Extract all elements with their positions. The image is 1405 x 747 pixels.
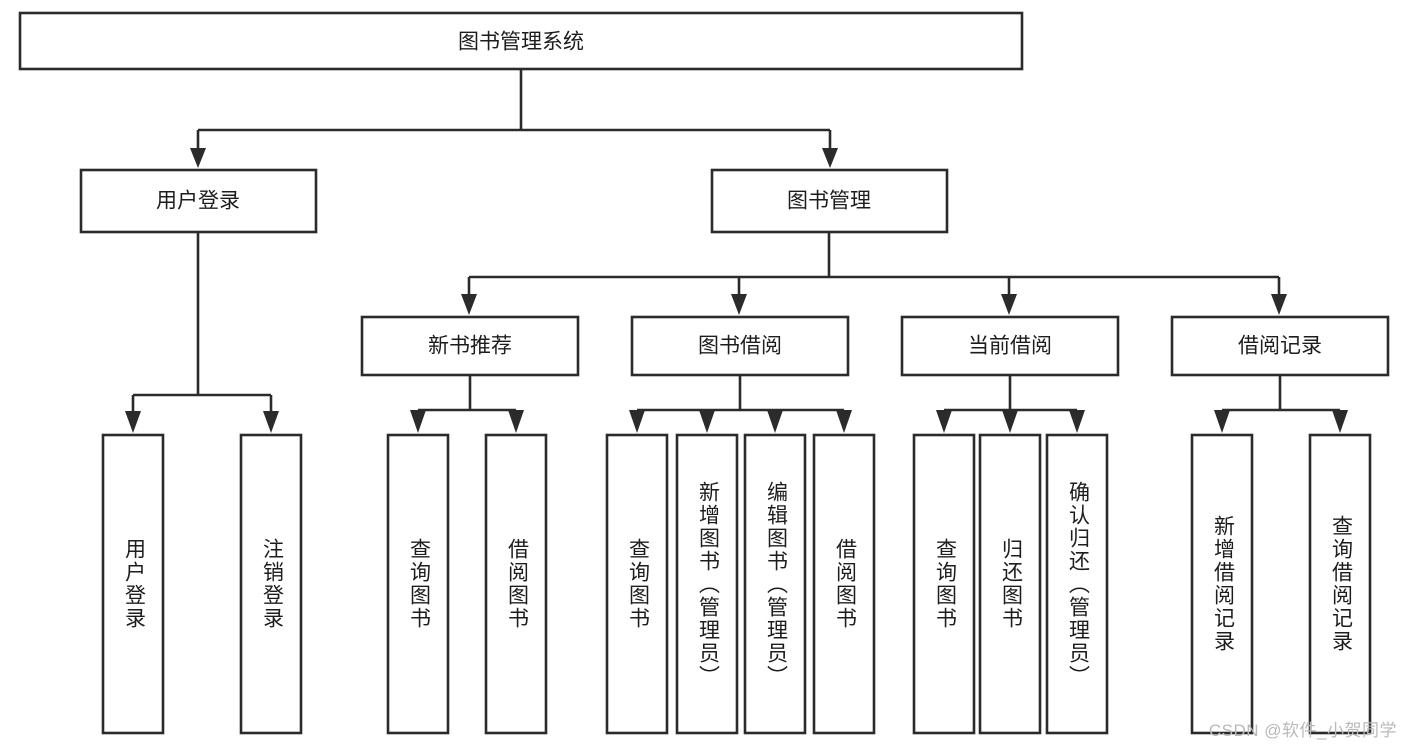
- arrow-head-icon: [1002, 410, 1018, 433]
- leaf-box-query-borrow-record[interactable]: [1308, 433, 1372, 735]
- arrow-head-icon: [629, 410, 645, 433]
- node-current-borrow[interactable]: 当前借阅: [900, 315, 1120, 377]
- connector-root-to-level2: [190, 69, 838, 168]
- node-book-borrow[interactable]: 图书借阅: [630, 315, 850, 377]
- node-user-login-label: 用户登录: [156, 190, 240, 213]
- leaf-box-query-book-2[interactable]: [605, 433, 669, 735]
- node-book-manage-label: 图书管理: [787, 190, 871, 213]
- connector-user-login-to-leaves: [125, 232, 279, 433]
- leaf-box-add-book-admin[interactable]: [675, 433, 739, 735]
- leaf-box-query-book-3[interactable]: [912, 433, 976, 735]
- connector-current-borrow-to-leaves: [936, 375, 1085, 433]
- arrow-head-icon: [836, 410, 852, 433]
- node-book-manage[interactable]: 图书管理: [710, 168, 949, 234]
- node-new-book-recommend[interactable]: 新书推荐: [360, 315, 580, 377]
- leaf-box-query-book-1[interactable]: [386, 433, 450, 735]
- leaf-box-edit-book-admin[interactable]: [743, 433, 807, 735]
- arrow-head-icon: [263, 411, 279, 433]
- leaf-box-confirm-return-admin[interactable]: [1045, 433, 1109, 735]
- arrow-head-icon: [936, 410, 952, 433]
- leaf-box-user-login[interactable]: [101, 433, 165, 735]
- connector-book-manage-to-level3: [461, 232, 1287, 315]
- arrow-head-icon: [699, 410, 715, 433]
- leaf-box-borrow-book-1[interactable]: [484, 433, 548, 735]
- arrow-head-icon: [410, 410, 426, 433]
- connector-book-borrow-to-leaves: [629, 375, 852, 433]
- arrow-head-icon: [190, 148, 206, 168]
- leaf-box-logout[interactable]: [239, 433, 303, 735]
- node-book-borrow-label: 图书借阅: [698, 335, 782, 358]
- node-root-label: 图书管理系统: [458, 31, 584, 54]
- arrow-head-icon: [1271, 294, 1287, 315]
- node-root-box[interactable]: [18, 11, 1024, 71]
- arrow-head-icon: [731, 294, 747, 315]
- arrow-head-icon: [1214, 410, 1230, 433]
- arrow-head-icon: [125, 411, 141, 433]
- node-borrow-records[interactable]: 借阅记录: [1170, 315, 1390, 377]
- connector-borrow-records-to-leaves: [1214, 375, 1348, 433]
- leaf-box-add-borrow-record[interactable]: [1190, 433, 1254, 735]
- watermark-text: CSDN @软件_小贺同学: [1208, 721, 1397, 740]
- arrow-head-icon: [1001, 294, 1017, 315]
- node-new-book-recommend-label: 新书推荐: [428, 335, 512, 358]
- node-new-book-recommend-box[interactable]: [360, 315, 580, 377]
- arrow-head-icon: [767, 410, 783, 433]
- leaf-box-return-book[interactable]: [978, 433, 1042, 735]
- leaf-box-borrow-book-2[interactable]: [812, 433, 876, 735]
- connector-new-book-recommend-to-leaves: [410, 375, 524, 433]
- node-borrow-records-label: 借阅记录: [1238, 335, 1322, 358]
- arrow-head-icon: [1332, 410, 1348, 433]
- arrow-head-icon: [508, 410, 524, 433]
- node-current-borrow-box[interactable]: [900, 315, 1120, 377]
- arrow-head-icon: [1069, 410, 1085, 433]
- arrow-head-icon: [822, 148, 838, 168]
- node-root[interactable]: 图书管理系统: [18, 11, 1024, 71]
- node-user-login[interactable]: 用户登录: [79, 168, 318, 234]
- node-current-borrow-label: 当前借阅: [968, 335, 1052, 358]
- arrow-head-icon: [461, 294, 477, 315]
- node-user-login-box[interactable]: [79, 168, 318, 234]
